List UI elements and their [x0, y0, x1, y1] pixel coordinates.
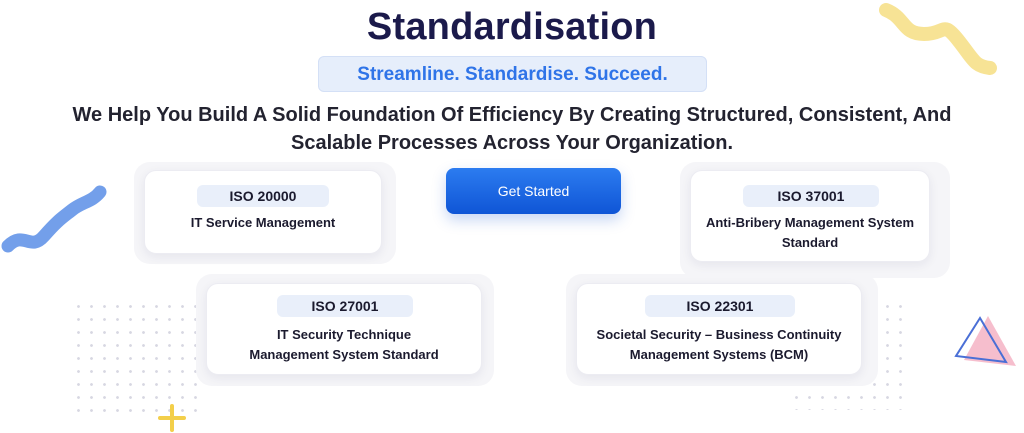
standard-description-line-2: Management Systems (BCM) — [629, 347, 809, 362]
dot-grid-left — [72, 300, 204, 420]
page-title: Standardisation — [366, 6, 658, 48]
headline-line-1: We Help You Build A Solid Foundation Of … — [72, 104, 952, 126]
sparkle-icon — [158, 404, 186, 432]
standard-description-line-1: IT Security Technique — [276, 327, 412, 342]
yellow-squiggle-icon — [879, 3, 997, 75]
tagline-banner: Streamline. Standardise. Succeed. — [318, 56, 707, 92]
headline-line-2: Scalable Processes Across Your Organizat… — [290, 132, 734, 154]
standard-description-line-1: IT Service Management — [190, 215, 336, 230]
standard-code-badge: ISO 20000 — [197, 185, 329, 207]
tagline-text: Streamline. Standardise. Succeed. — [357, 64, 668, 85]
standard-code-badge: ISO 22301 — [645, 295, 795, 317]
standard-description: IT Service Management — [145, 213, 381, 233]
standard-description: Anti-Bribery Management System Standard — [691, 213, 929, 253]
standard-description-line-1: Anti-Bribery Management System — [705, 215, 915, 230]
standard-card-iso-22301[interactable]: ISO 22301 Societal Security – Business C… — [576, 283, 862, 375]
blue-squiggle-icon — [1, 185, 107, 253]
standard-description: IT Security Technique Management System … — [207, 325, 481, 365]
triangles-icon — [954, 316, 1016, 366]
standard-card-iso-27001[interactable]: ISO 27001 IT Security Technique Manageme… — [206, 283, 482, 375]
standard-description-line-1: Societal Security – Business Continuity — [596, 327, 842, 342]
standard-code-badge: ISO 37001 — [743, 185, 879, 207]
standard-description: Societal Security – Business Continuity … — [577, 325, 861, 365]
standard-description-line-2: Management System Standard — [249, 347, 439, 362]
standard-code-badge: ISO 27001 — [277, 295, 413, 317]
headline: We Help You Build A Solid Foundation Of … — [40, 101, 984, 157]
get-started-button[interactable]: Get Started — [446, 168, 621, 214]
standard-card-iso-20000[interactable]: ISO 20000 IT Service Management — [144, 170, 382, 254]
standard-description-line-2: Standard — [781, 235, 839, 250]
standard-card-iso-37001[interactable]: ISO 37001 Anti-Bribery Management System… — [690, 170, 930, 262]
